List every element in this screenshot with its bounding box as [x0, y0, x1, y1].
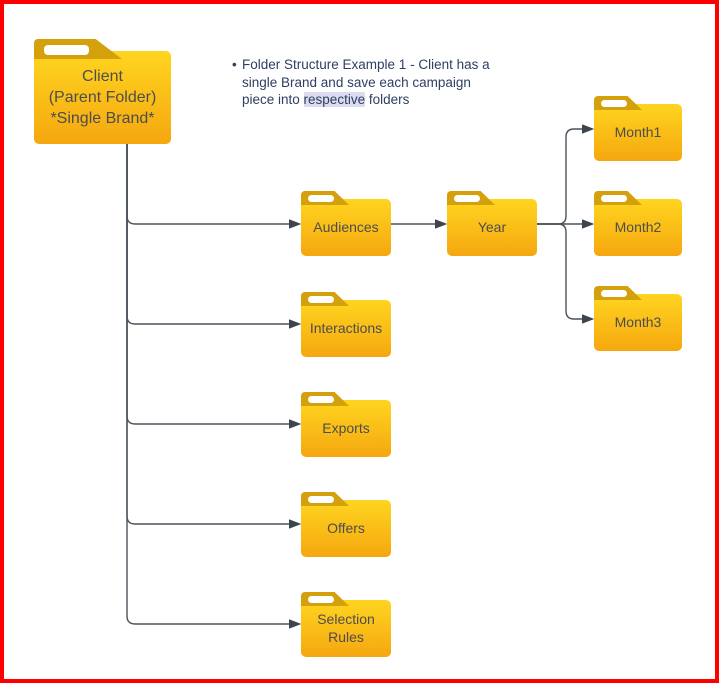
edge-client-offers — [126, 144, 299, 524]
folder-client[interactable]: Client (Parent Folder) *Single Brand* — [34, 39, 171, 144]
folder-label: Month3 — [614, 313, 662, 330]
folder-body — [301, 300, 391, 357]
folder-label: Offers — [327, 519, 365, 536]
folder-selection-rules[interactable]: Selection Rules — [301, 592, 391, 657]
note-bullet: • — [232, 57, 237, 72]
edge-client-selection — [126, 144, 299, 624]
folder-body — [594, 104, 682, 161]
folder-month1[interactable]: Month1 — [594, 96, 682, 161]
folder-slot-icon — [601, 195, 627, 202]
folder-exports[interactable]: Exports — [301, 392, 391, 457]
folder-body — [594, 199, 682, 256]
folder-body — [594, 294, 682, 351]
folder-slot-icon — [454, 195, 480, 202]
folder-body — [301, 600, 391, 657]
folder-audiences[interactable]: Audiences — [301, 191, 391, 256]
folder-label: Month2 — [614, 218, 662, 235]
folder-month2[interactable]: Month2 — [594, 191, 682, 256]
folder-label: Exports — [322, 419, 370, 436]
folder-slot-icon — [44, 45, 89, 55]
note-highlighted-word: respective — [303, 92, 366, 107]
folder-slot-icon — [308, 296, 334, 303]
folder-label: Selection Rules — [317, 611, 375, 645]
edge-year-month3 — [537, 223, 592, 319]
note-text: Folder Structure Example 1 - Client has … — [242, 56, 500, 109]
folder-slot-icon — [601, 290, 627, 297]
folder-offers[interactable]: Offers — [301, 492, 391, 557]
folder-label: Year — [477, 218, 507, 235]
folder-body — [301, 400, 391, 457]
folder-label: Month1 — [614, 123, 662, 140]
folder-body — [34, 51, 171, 144]
note-text-after: folders — [365, 92, 410, 107]
edge-client-audiences — [126, 144, 299, 224]
folder-year[interactable]: Year — [447, 191, 537, 256]
note-annotation: • Folder Structure Example 1 - Client ha… — [232, 56, 500, 109]
folder-month3[interactable]: Month3 — [594, 286, 682, 351]
edge-client-interactions — [126, 144, 299, 324]
folder-slot-icon — [308, 396, 334, 403]
folder-slot-icon — [308, 596, 334, 603]
folder-body — [301, 199, 391, 256]
edge-year-month1 — [537, 129, 592, 225]
edge-client-exports — [126, 144, 299, 424]
folder-label: Interactions — [309, 319, 383, 336]
folder-slot-icon — [601, 100, 627, 107]
folder-slot-icon — [308, 496, 334, 503]
note-text-before: Folder Structure Example 1 - Client has … — [242, 57, 490, 107]
folder-label: Client (Parent Folder) *Single Brand* — [48, 68, 157, 127]
folder-body — [447, 199, 537, 256]
folder-interactions[interactable]: Interactions — [301, 292, 391, 357]
folder-slot-icon — [308, 195, 334, 202]
folder-label: Audiences — [313, 218, 379, 235]
folder-body — [301, 500, 391, 557]
